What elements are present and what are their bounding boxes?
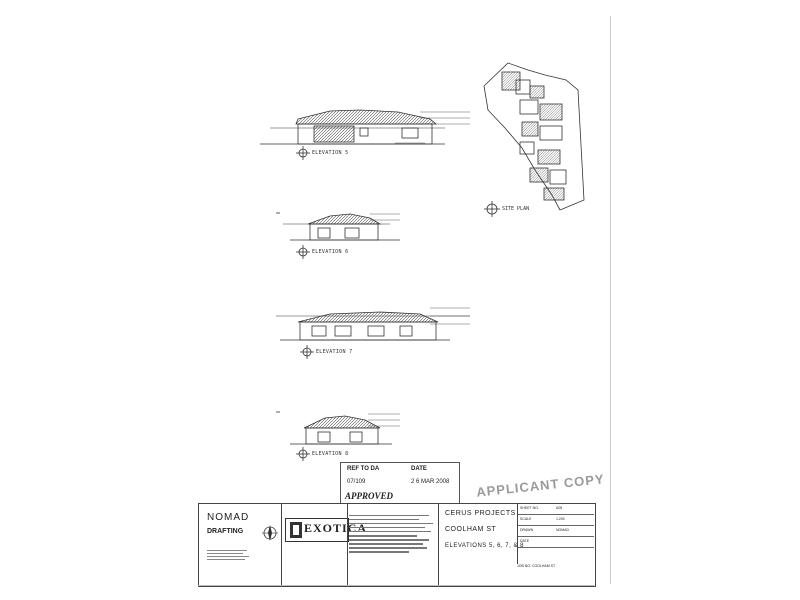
stamp-ref-value: 07/109 <box>347 479 366 485</box>
site-plan-label: SITE PLAN <box>502 206 530 212</box>
elevation-6-drawing <box>276 212 400 259</box>
site-plan-drawing <box>483 62 585 217</box>
stamp-date-value: 2 6 MAR 2008 <box>411 479 450 485</box>
elevation-5-drawing <box>260 109 470 160</box>
elevation-8-drawing <box>276 411 400 461</box>
job-number: JOB NO. COOLHAM ST <box>517 564 556 568</box>
compass-icon <box>262 525 278 541</box>
firm-name: NOMAD <box>207 512 250 523</box>
logo-mark-icon <box>290 522 302 538</box>
stamp-date-header: DATE <box>411 466 427 472</box>
client-name: CERUS PROJECTS <box>445 510 516 517</box>
site-name: COOLHAM ST <box>445 526 497 533</box>
elevation-7-drawing <box>276 307 470 359</box>
exotica-logo: EXOTICA <box>285 518 366 542</box>
firm-cell: NOMAD DRAFTING <box>199 504 282 586</box>
firm-address-lines <box>207 548 249 562</box>
firm-sub: DRAFTING <box>207 528 244 535</box>
stamp-ref-header: REF TO DA <box>347 466 380 472</box>
title-block: NOMAD DRAFTING EXOTICA <box>198 503 596 587</box>
drawing-title: ELEVATIONS 5, 6, 7, & 8 <box>445 543 524 549</box>
elevation-8-label: ELEVATION 8 <box>312 451 349 457</box>
elevation-5-label: ELEVATION 5 <box>312 150 349 156</box>
sheet-border-right <box>610 16 611 584</box>
notes-text-lines <box>349 512 435 556</box>
elevation-6-label: ELEVATION 6 <box>312 249 349 255</box>
stamp-approved: APPROVED <box>345 491 394 501</box>
sheet-border-bottom <box>198 585 594 586</box>
elevation-7-label: ELEVATION 7 <box>316 349 353 355</box>
notes-cell <box>347 504 439 586</box>
